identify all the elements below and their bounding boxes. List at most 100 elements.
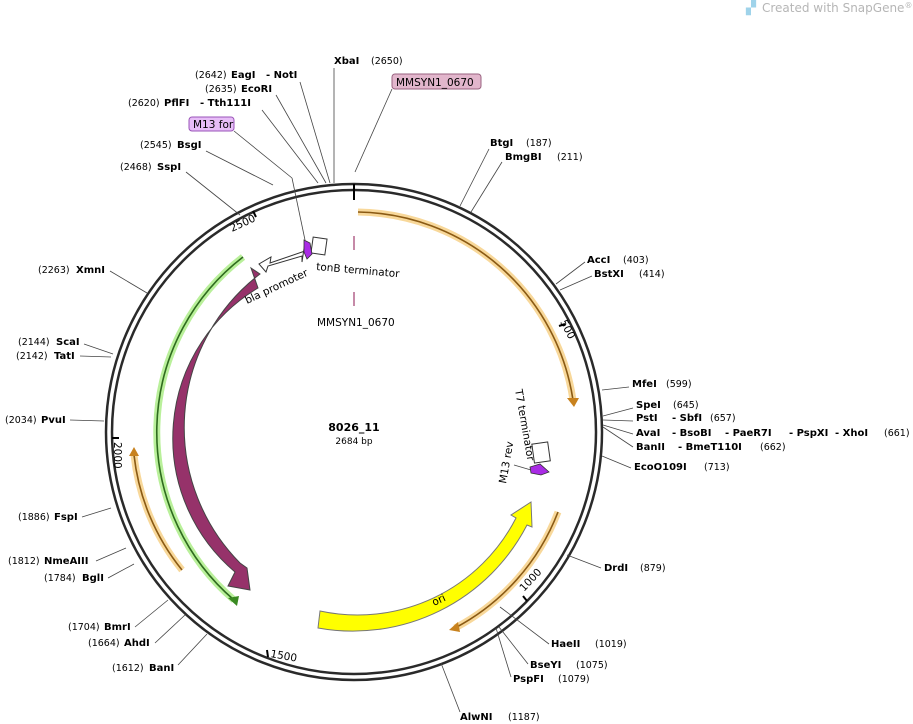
site-lead-spe (602, 407, 634, 417)
site-name-acc: AccI (587, 255, 610, 266)
site-name-ban1: BanI (149, 663, 174, 674)
site-lead-drd (566, 554, 602, 569)
site-name-ban2: BanII (636, 442, 665, 453)
site-pos-eco109: (713) (704, 462, 730, 473)
site-pos-pst: (657) (710, 413, 736, 424)
site-pos-sca: (2144) (18, 337, 50, 348)
tick-mark-1500 (266, 649, 269, 658)
site-pos-pfl: (2620) (128, 98, 160, 109)
site-lead-ava (602, 424, 634, 435)
site-name3-ava: - PaeR7I (725, 428, 772, 439)
site-pos-bstx: (414) (639, 269, 665, 280)
plasmid-length: 2684 bp (335, 437, 372, 447)
site-pos-tat: (2142) (16, 351, 48, 362)
site-lead-ban1 (177, 633, 208, 666)
site-lead-bmgb (470, 161, 503, 213)
site-pos-bmr: (1704) (68, 622, 100, 633)
site-pos-ssp: (2468) (120, 162, 152, 173)
site-lead-ecor (275, 94, 327, 184)
site-lead-ban2 (602, 426, 634, 448)
restriction-sites: BtgI (187) BmgBI (211) AccI (403) BstXI (414) Mf… (5, 56, 910, 723)
plasmid-name: 8026_11 (328, 421, 379, 434)
tick-mark-1000 (522, 595, 528, 602)
site-pos-bsg: (2545) (140, 140, 172, 151)
site-pos-ban1: (1612) (112, 663, 144, 674)
bla-promoter-arrow (258, 241, 306, 273)
mmsyn-feature: MMSYN1_0670 (317, 184, 395, 329)
site-pos-fsp: (1886) (18, 512, 50, 523)
site-name-ava: AvaI (636, 428, 660, 439)
site-name-pfl: PflFI (164, 98, 189, 109)
site-name-pspf: PspFI (513, 674, 544, 685)
m13for-box-label: M13 for (193, 119, 234, 131)
bla-orf-head (228, 596, 239, 606)
site-lead-eag (299, 81, 331, 184)
orf-bottom-right (454, 511, 559, 629)
site-pos-nme: (1812) (8, 556, 40, 567)
site-pos-pvu: (2034) (5, 415, 37, 426)
site-pos-ecor: (2635) (205, 84, 237, 95)
site-lead-pvu (69, 419, 105, 422)
m13-rev-label: M13 rev (497, 441, 516, 485)
site-name-nme: NmeAIII (44, 556, 88, 567)
site-name-bsg: BsgI (177, 140, 201, 151)
orf-bottom-right-head (449, 622, 460, 632)
site-name-ahd: AhdI (124, 638, 150, 649)
tick-label-1500: 1500 (269, 648, 297, 664)
site-name-pst: PstI (636, 413, 658, 424)
site-pos-bsey: (1075) (576, 660, 608, 671)
mmsyn-box (391, 73, 482, 90)
site-name-xmn: XmnI (76, 265, 105, 276)
site-pos-hae2: (1019) (595, 639, 627, 650)
site-pos-alwn: (1187) (508, 712, 540, 723)
site-pos-bmgb: (211) (557, 152, 583, 163)
site-pos-pspf: (1079) (558, 674, 590, 685)
m13-rev-lead (513, 464, 532, 471)
site-name2-ava: - BsoBI (672, 428, 711, 439)
tick-mark-2500 (252, 210, 257, 218)
site-name2-pst: - SbfI (672, 413, 702, 424)
m13for-box (188, 116, 235, 132)
m13for-box-lead-2 (291, 177, 306, 241)
site-name-drd: DrdI (604, 563, 628, 574)
tick-label-2000: 2000 (111, 442, 123, 469)
site-name-ecor: EcoRI (241, 84, 272, 95)
site-name-eag: EagI (231, 70, 255, 81)
bla-orf (156, 256, 244, 601)
site-name-mfe: MfeI (632, 379, 657, 390)
mmsyn-box-lead (354, 88, 393, 173)
site-name-bstx: BstXI (594, 269, 624, 280)
ori-arrow (317, 501, 533, 632)
site-name2-ban2: - BmeT110I (678, 442, 742, 453)
site-pos-btg: (187) (526, 138, 552, 149)
site-name-bmgb: BmgBI (505, 152, 542, 163)
ori-feature: ori (317, 501, 533, 632)
m13for-box-lead (233, 130, 293, 179)
bla-arrow (172, 266, 261, 591)
site-lead-ahd (154, 614, 186, 644)
site-name-tat: TatI (54, 351, 75, 362)
site-lead-bsg (205, 150, 274, 186)
site-lead-eco109 (601, 455, 632, 469)
site-pos-acc: (403) (623, 255, 649, 266)
site-name-fsp: FspI (54, 512, 78, 523)
site-name-spe: SpeI (636, 400, 661, 411)
orf-bottom-right-glow (453, 510, 562, 632)
site-lead-sca (83, 343, 114, 355)
site-name-btg: BtgI (490, 138, 513, 149)
bla-feature: bla (162, 266, 261, 591)
mmsyn-box-label: MMSYN1_0670 (396, 77, 474, 89)
svg-text:Created with SnapGene®: Created with SnapGene® (762, 1, 912, 15)
site-lead-bstx (559, 275, 593, 291)
m13for-boxed-label[interactable]: M13 for (188, 116, 306, 241)
site-name-bmr: BmrI (104, 622, 131, 633)
site-pos-ban2: (662) (760, 442, 786, 453)
site-pos-ava: (661) (884, 428, 910, 439)
site-pos-ahd: (1664) (88, 638, 120, 649)
t7-terminator-box (531, 441, 551, 464)
mmsyn-boxed-label[interactable]: MMSYN1_0670 (354, 73, 482, 173)
ori-label: ori (430, 592, 447, 609)
site-pos-eag: (2642) (195, 70, 227, 81)
site-name2-eag: - NotI (266, 70, 297, 81)
